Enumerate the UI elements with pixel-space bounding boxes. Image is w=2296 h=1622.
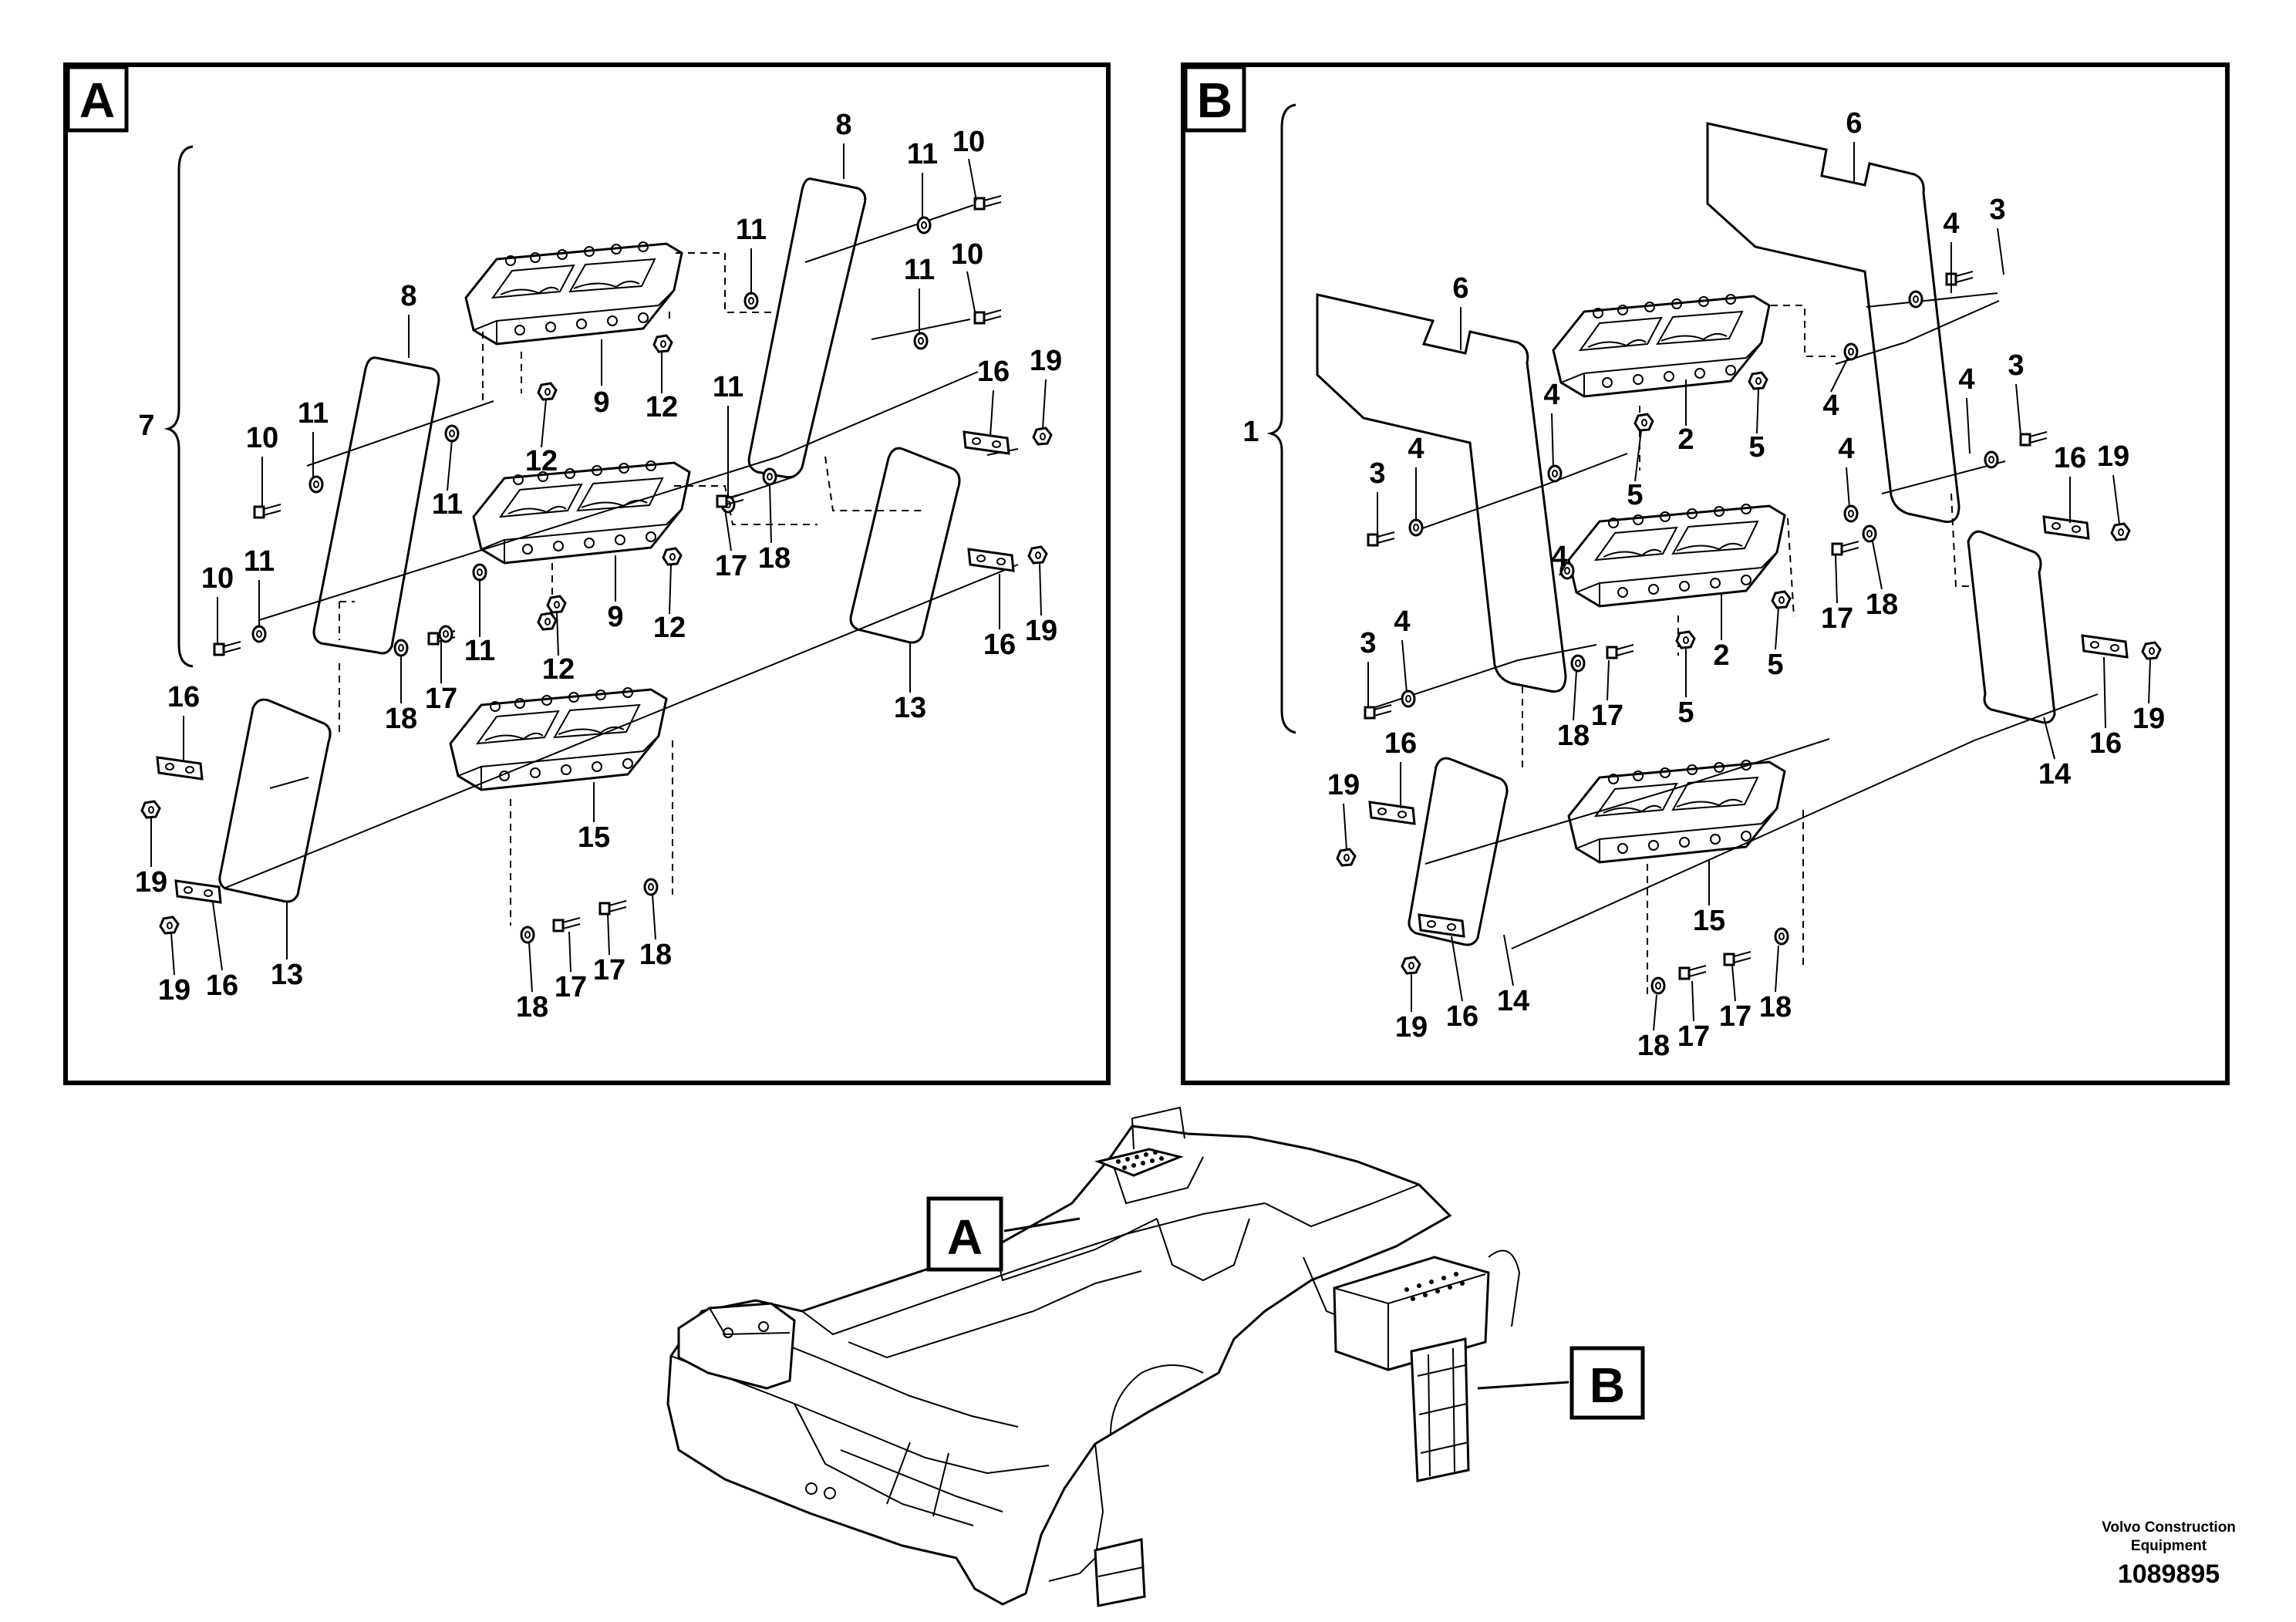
callout-17: 17 [555,971,587,1003]
callout-13: 13 [894,692,926,724]
callout-18: 18 [385,703,417,735]
callout-4: 4 [1943,207,1959,240]
callout-11: 11 [904,254,935,286]
callout-17: 17 [1677,1020,1710,1053]
callout-16: 16 [1384,727,1417,760]
callout-16: 16 [2089,727,2122,760]
callout-3: 3 [2008,349,2024,382]
callout-19: 19 [2132,703,2165,735]
panel-a-label: A [79,73,115,128]
callout-19: 19 [1025,615,1057,647]
grate-pattern [1404,1272,1465,1301]
document-number: 1089895 [2118,1560,2220,1589]
callout-19: 19 [158,974,190,1007]
callout-17: 17 [425,683,457,715]
callout-11: 11 [298,397,329,430]
callout-4: 4 [1551,541,1567,573]
callout-14: 14 [2038,758,2071,791]
callout-19: 19 [2097,440,2129,473]
callout-12: 12 [653,612,686,644]
callout-11: 11 [432,488,463,521]
callout-17: 17 [1719,1000,1752,1033]
callout-8: 8 [835,109,851,141]
callout-10: 10 [246,422,278,454]
overview-label-a: A [947,1209,983,1265]
callout-19: 19 [1395,1011,1428,1044]
callout-10: 10 [952,126,985,158]
callout-5: 5 [1677,696,1694,729]
callout-16: 16 [167,681,200,713]
callout-10: 10 [201,562,234,595]
callout-18: 18 [516,991,548,1023]
panel-a: A [63,62,1111,1085]
callout-10: 10 [951,238,983,271]
panel-b-label: B [1197,73,1232,128]
callout-18: 18 [1759,991,1792,1023]
callout-18: 18 [758,542,791,575]
callout-12: 12 [542,653,575,686]
callout-5: 5 [1627,479,1643,511]
callout-11: 11 [736,214,767,246]
callout-9: 9 [607,601,623,633]
callout-5: 5 [1748,431,1765,464]
callout-8: 8 [400,280,416,312]
callout-15: 15 [578,821,610,854]
callout-11: 11 [244,545,275,578]
callout-3: 3 [1369,457,1385,490]
company-name-line2: Equipment [2131,1538,2207,1554]
callout-12: 12 [525,445,558,477]
callout-16: 16 [1446,1000,1478,1033]
callout-4: 4 [1543,379,1559,411]
panel-b: B [1181,62,2230,1085]
callout-19: 19 [1327,769,1360,801]
callout-18: 18 [1557,720,1590,752]
callout-16: 16 [983,629,1016,661]
callout-3: 3 [1989,194,2005,226]
overview-label-b: B [1590,1357,1625,1413]
callout-11: 11 [907,138,938,170]
callout-17: 17 [715,550,747,582]
callout-4: 4 [1408,433,1424,465]
callout-2: 2 [1713,639,1729,672]
callout-16: 16 [206,969,238,1002]
callout-4: 4 [1822,389,1839,422]
callout-17: 17 [1591,700,1623,732]
callout-18: 18 [1866,588,1898,621]
callout-4: 4 [1394,605,1410,638]
callout-6: 6 [1846,107,1862,140]
callout-5: 5 [1767,649,1783,681]
callout-14: 14 [1497,985,1529,1017]
callout-12: 12 [646,391,678,423]
callout-2: 2 [1677,423,1694,456]
callout-3: 3 [1360,627,1376,659]
callout-4: 4 [1958,363,1974,396]
callout-11: 11 [713,371,743,403]
callout-16: 16 [977,356,1010,388]
grate-pattern [1116,1150,1164,1170]
callout-19: 19 [1030,345,1062,377]
callout-18: 18 [1637,1030,1670,1062]
callout-17: 17 [593,954,625,986]
callout-6: 6 [1452,272,1468,305]
callout-16: 16 [2054,442,2086,474]
machine-frame-overview: A B [666,1106,1645,1607]
callout-18: 18 [639,939,672,971]
callout-13: 13 [271,959,303,991]
callout-7: 7 [138,410,154,442]
company-name-line1: Volvo Construction [2102,1519,2236,1536]
callout-17: 17 [1821,602,1853,635]
callout-1: 1 [1242,416,1259,448]
callout-19: 19 [135,866,167,899]
callout-9: 9 [593,386,609,419]
callout-15: 15 [1693,905,1725,937]
callout-4: 4 [1838,433,1854,465]
callout-11: 11 [464,635,495,667]
